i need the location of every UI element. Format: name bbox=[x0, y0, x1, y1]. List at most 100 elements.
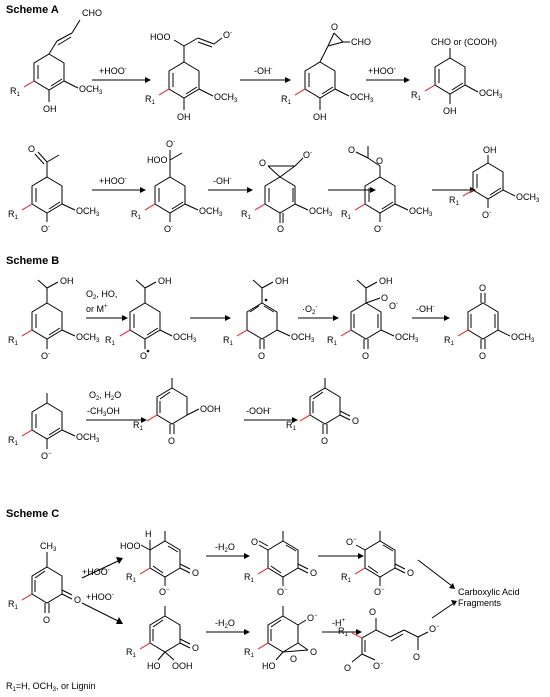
scheme-c-ortho-quinone: CH3 O R1 O bbox=[8, 541, 81, 625]
svg-text:O: O bbox=[407, 568, 414, 578]
svg-text:O2, HO,: O2, HO, bbox=[86, 289, 117, 301]
svg-text:R1: R1 bbox=[341, 572, 352, 584]
svg-text:O: O bbox=[479, 351, 486, 361]
arrow-c8 bbox=[431, 602, 455, 619]
scheme-b-phenoxy-radical: OH R1 OCH3 O bbox=[105, 276, 197, 361]
svg-text:-OH-: -OH- bbox=[416, 304, 435, 314]
svg-text:O: O bbox=[362, 351, 369, 361]
svg-text:O−: O− bbox=[374, 587, 385, 597]
scheme-c-peroxide-adduct-2: O R1 HO OOH bbox=[126, 606, 199, 671]
svg-text:OOH: OOH bbox=[172, 661, 193, 671]
svg-text:R1: R1 bbox=[327, 335, 338, 347]
svg-text:O: O bbox=[381, 293, 388, 303]
svg-text:R1: R1 bbox=[131, 209, 142, 221]
scheme-b-creosol-phenolate: R1 OCH3 O− bbox=[8, 393, 100, 461]
svg-text:OOH: OOH bbox=[200, 404, 221, 414]
svg-text:O−: O− bbox=[277, 587, 288, 597]
scheme-c-open-chain-acid: O R1 O O− O O− bbox=[338, 607, 440, 673]
svg-text:O: O bbox=[168, 436, 175, 446]
svg-text:R1: R1 bbox=[223, 335, 234, 347]
svg-text:O-: O- bbox=[166, 139, 175, 149]
svg-text:O−: O− bbox=[307, 613, 318, 623]
svg-text:+HOO-: +HOO- bbox=[82, 567, 110, 577]
scheme-a-acetophenone: O R1 OCH3 O- bbox=[8, 144, 100, 234]
svg-text:HOO: HOO bbox=[120, 541, 141, 551]
svg-text:OCH3: OCH3 bbox=[291, 332, 315, 344]
svg-text:OH: OH bbox=[443, 106, 457, 116]
label-hoo: HOO bbox=[150, 32, 171, 42]
svg-text:R1: R1 bbox=[244, 572, 255, 584]
svg-text:O−: O− bbox=[346, 537, 357, 547]
svg-text:-OH-: -OH- bbox=[213, 176, 232, 186]
svg-text:O−: O− bbox=[41, 451, 52, 461]
svg-text:R1: R1 bbox=[126, 647, 137, 659]
svg-text:OCH3: OCH3 bbox=[350, 92, 374, 104]
svg-text:+HOO-: +HOO- bbox=[368, 66, 396, 76]
scheme-a-phenolate: OH R1 OCH3 O- bbox=[449, 145, 540, 220]
svg-text:R1: R1 bbox=[338, 626, 349, 638]
svg-text:R1: R1 bbox=[8, 599, 19, 611]
svg-text:OCH3: OCH3 bbox=[76, 332, 100, 344]
svg-text:O: O bbox=[28, 144, 35, 154]
label-oh: OH bbox=[43, 104, 57, 114]
svg-text:O: O bbox=[352, 416, 359, 426]
svg-text:O: O bbox=[344, 663, 351, 673]
svg-text:O−: O− bbox=[159, 587, 170, 597]
svg-text:O: O bbox=[310, 647, 317, 657]
svg-text:O: O bbox=[321, 436, 328, 446]
svg-text:OH: OH bbox=[158, 276, 172, 286]
svg-text:O: O bbox=[290, 654, 297, 664]
svg-text:OH: OH bbox=[379, 276, 393, 286]
svg-text:OH: OH bbox=[275, 276, 289, 286]
svg-text:R1: R1 bbox=[105, 335, 116, 347]
svg-text:OCH3: OCH3 bbox=[199, 206, 223, 218]
scheme-b-phenolate: OH R1 OCH3 O- bbox=[8, 276, 100, 361]
label-o-minus: O- bbox=[223, 30, 232, 40]
svg-text:+HOO-: +HOO- bbox=[86, 592, 114, 602]
scheme-c-dioxetane: O− O O R1 HO bbox=[244, 606, 318, 671]
svg-text:HOO: HOO bbox=[147, 155, 168, 165]
scheme-a-coniferaldehyde: CHO R1 OCH3 OH bbox=[10, 8, 103, 114]
svg-text:R1: R1 bbox=[133, 420, 144, 432]
footnote-r1: R1=H, OCH3, or Lignin bbox=[6, 681, 95, 693]
svg-text:O: O bbox=[74, 595, 81, 605]
svg-text:O: O bbox=[331, 22, 338, 32]
svg-text:O-: O- bbox=[41, 224, 50, 234]
label-r1: R1 bbox=[10, 86, 21, 98]
svg-text:OH: OH bbox=[177, 112, 191, 122]
svg-text:OCH3: OCH3 bbox=[309, 206, 333, 218]
svg-text:O-: O- bbox=[482, 210, 491, 220]
svg-text:O: O bbox=[413, 652, 420, 662]
scheme-a-intermediate-1: HOO O- R1 OCH3 OH bbox=[145, 30, 238, 122]
svg-text:O-: O- bbox=[164, 224, 173, 234]
arrow-c2 bbox=[81, 602, 119, 622]
svg-text:O-: O- bbox=[41, 351, 50, 361]
svg-text:O: O bbox=[43, 615, 50, 625]
svg-text:O: O bbox=[140, 351, 147, 361]
svg-text:OCH3: OCH3 bbox=[511, 332, 535, 344]
svg-text:OCH3: OCH3 bbox=[409, 206, 433, 218]
scheme-b-title: Scheme B bbox=[6, 255, 59, 267]
svg-text:OCH3: OCH3 bbox=[76, 206, 100, 218]
svg-text:O-: O- bbox=[303, 150, 312, 160]
svg-text:H: H bbox=[145, 529, 152, 539]
svg-text:or M+: or M+ bbox=[86, 304, 108, 314]
scheme-c-trione: O O R1 O− bbox=[244, 531, 317, 597]
scheme-a-title: Scheme A bbox=[6, 4, 59, 16]
svg-text:R1: R1 bbox=[411, 90, 422, 102]
label-cho: CHO bbox=[82, 8, 102, 18]
scheme-a-acetate: O O R1 OCH3 O- bbox=[341, 145, 433, 234]
svg-text:R1: R1 bbox=[126, 572, 137, 584]
svg-text:O: O bbox=[376, 156, 383, 166]
label-och3: OCH3 bbox=[79, 84, 103, 96]
svg-text:OH: OH bbox=[313, 112, 327, 122]
svg-text:+HOO-: +HOO- bbox=[99, 176, 127, 186]
reagent-hoo: +HOO- bbox=[99, 66, 127, 76]
svg-text:O: O bbox=[310, 568, 317, 578]
svg-text:-H2O: -H2O bbox=[215, 618, 235, 630]
svg-text:R1: R1 bbox=[244, 647, 255, 659]
scheme-b-peroxy-intermediate: OH O O- R1 OCH3 O bbox=[327, 276, 419, 361]
svg-text:R1: R1 bbox=[8, 435, 19, 447]
scheme-b-ortho-quinone: O R1 O bbox=[286, 378, 359, 446]
svg-text:OCH3: OCH3 bbox=[214, 92, 238, 104]
